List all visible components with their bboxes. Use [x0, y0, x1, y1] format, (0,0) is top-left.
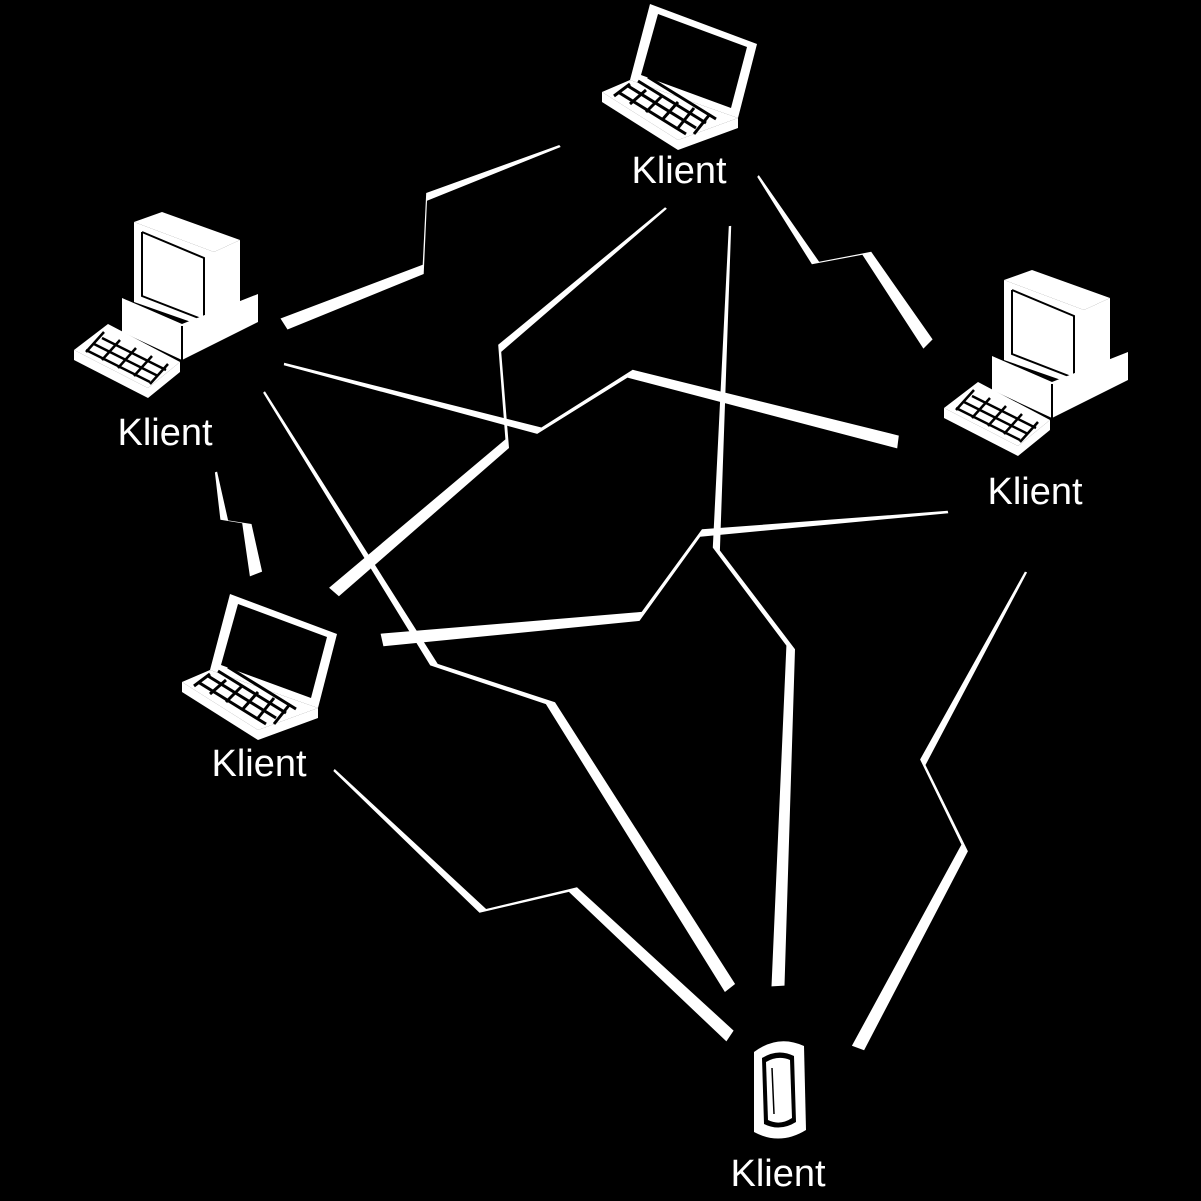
- wireless-link-laptop-top-to-desktop-right: [757, 175, 933, 349]
- node-label: Klient: [987, 471, 1083, 513]
- node-label: Klient: [117, 412, 213, 454]
- wireless-link-laptop-top-to-handheld-bottom: [712, 225, 795, 987]
- laptop-icon: [602, 4, 757, 150]
- wireless-link-desktop-left-to-handheld-bottom: [263, 391, 736, 992]
- wireless-link-laptop-top-to-desktop-left: [280, 145, 561, 330]
- handheld-icon: [754, 1041, 806, 1139]
- wireless-link-desktop-left-to-desktop-right: [283, 362, 899, 449]
- desktop-icon: [944, 270, 1128, 456]
- laptop-icon: [182, 594, 337, 740]
- wireless-link-desktop-right-to-laptop-left: [380, 510, 949, 647]
- node-label: Klient: [730, 1153, 826, 1195]
- node-label: Klient: [631, 150, 727, 192]
- node-label: Klient: [211, 743, 307, 785]
- desktop-icon: [74, 212, 258, 398]
- wireless-link-desktop-left-to-laptop-left: [214, 471, 263, 577]
